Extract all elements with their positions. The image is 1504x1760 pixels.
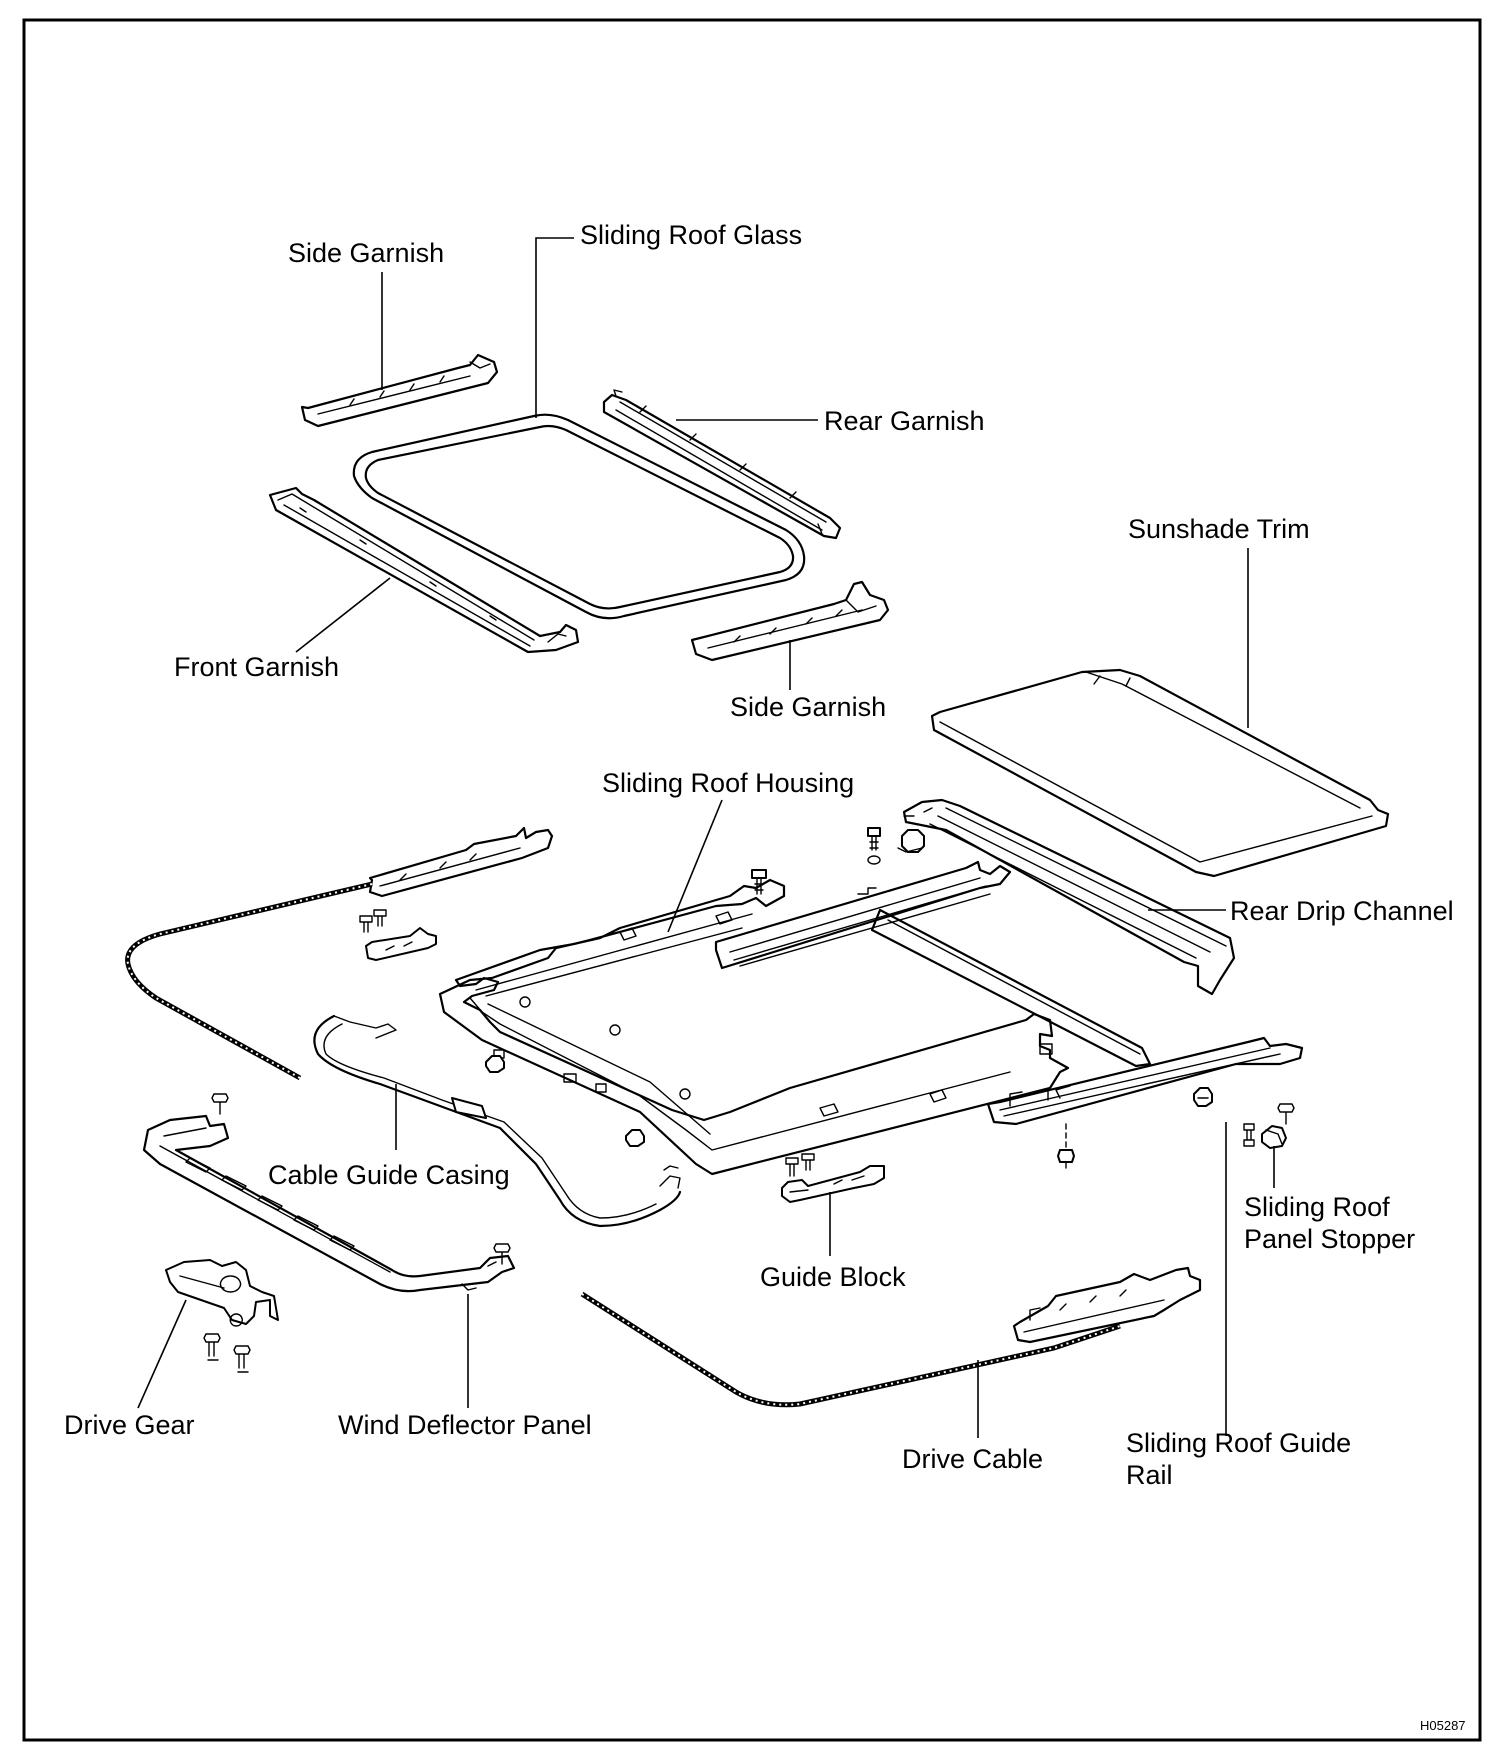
label-side-garnish-left: Side Garnish [288,238,444,268]
sunshade-trim-part [930,668,1390,878]
sliding-roof-housing-part [438,860,1152,1176]
bracket-part [365,927,437,961]
bolt-icon [1057,1123,1075,1169]
label-rear-drip-channel: Rear Drip Channel [1230,896,1454,926]
label-sliding-roof-guide-rail-line1: Sliding Roof Guide [1126,1428,1351,1458]
label-cable-guide-casing: Cable Guide Casing [268,1160,510,1190]
label-sliding-roof-panel-stopper-line2: Panel Stopper [1244,1224,1415,1254]
nut-icon [625,1129,645,1147]
leader-lines [137,237,1275,1438]
figure-code: H05287 [1420,1718,1466,1733]
label-sliding-roof-housing: Sliding Roof Housing [602,768,854,798]
bolt-icon [211,1093,229,1115]
label-drive-gear: Drive Gear [64,1410,195,1440]
side-garnish-right-part [690,580,890,662]
bolt-icon [359,909,387,933]
rear-drip-channel-part [902,798,1236,996]
nut-icon [485,1055,505,1073]
upper-left-guide-part [368,826,554,898]
bolt-icon [203,1333,251,1373]
label-front-garnish: Front Garnish [174,652,339,682]
cable-guide-casing-part [313,1014,682,1228]
sliding-roof-guide-rail-part [986,1036,1304,1126]
label-sunshade-trim: Sunshade Trim [1128,514,1310,544]
lower-right-guide-part [1012,1266,1202,1344]
nut-icon [897,829,925,853]
front-garnish-part [268,486,580,654]
drive-cable-upper-part [125,881,373,1081]
bolt-icon [493,1243,511,1265]
bolt-icon [1243,1103,1295,1147]
bolt-icon [785,1153,815,1177]
side-garnish-left-part [300,353,499,428]
label-rear-garnish: Rear Garnish [824,406,985,436]
sliding-roof-panel-stopper-part [1261,1125,1287,1149]
drive-gear-part [165,1259,279,1327]
sliding-roof-glass-part [352,413,806,620]
label-sliding-roof-glass: Sliding Roof Glass [580,220,802,250]
bolt-icon [867,827,881,865]
label-guide-block: Guide Block [760,1262,906,1292]
nut-icon [1193,1087,1213,1107]
bolt-icon [751,869,767,895]
label-sliding-roof-panel-stopper-line1: Sliding Roof [1244,1192,1390,1222]
label-side-garnish-right: Side Garnish [730,692,886,722]
drive-cable-lower-part [580,1291,1121,1408]
wind-deflector-panel-part [142,1114,516,1293]
diagram-border [22,18,1482,1742]
label-sliding-roof-guide-rail-line2: Rail [1126,1460,1173,1490]
label-drive-cable: Drive Cable [902,1444,1043,1474]
guide-block-part [781,1165,885,1203]
label-wind-deflector-panel: Wind Deflector Panel [338,1410,592,1440]
rear-garnish-part [602,389,842,540]
